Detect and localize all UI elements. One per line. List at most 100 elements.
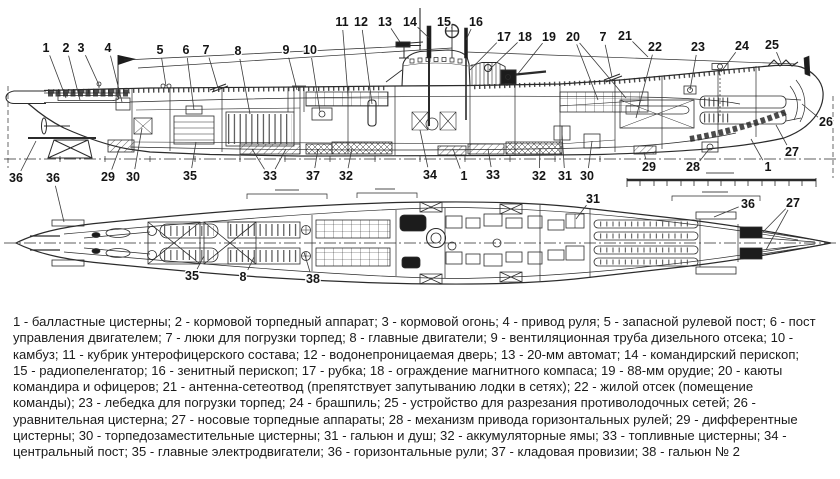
plan-bulkheads — [311, 205, 739, 281]
leader-line — [186, 57, 195, 111]
callout-number: 29 — [642, 160, 656, 174]
ballast-tank-mid — [437, 145, 467, 156]
dimension-brackets — [246, 192, 761, 201]
aa-gun-20mm — [395, 41, 424, 59]
e-motors — [173, 115, 215, 145]
casing-vents-fore — [473, 66, 761, 90]
stern-plane-port — [51, 219, 85, 227]
leader-line — [720, 51, 737, 73]
e-motors-plan — [147, 223, 219, 263]
fuel-tanks-fore — [467, 143, 505, 155]
leader-line — [604, 44, 613, 78]
fuel-tanks-aft — [239, 143, 301, 155]
tube-muzzles — [761, 231, 823, 255]
leader-line — [561, 132, 565, 169]
side-view — [4, 8, 836, 187]
callout-number: 36 — [741, 197, 755, 211]
legend-text: 1 - балластные цистерны; 2 - кормовой то… — [13, 314, 816, 460]
leader-line — [469, 42, 498, 71]
callout-number: 30 — [126, 170, 140, 184]
leader-line — [776, 52, 782, 64]
callout-number: 31 — [558, 169, 572, 183]
callout-number: 33 — [486, 168, 500, 182]
scale-bar — [626, 172, 817, 187]
callout-number: 1 — [43, 41, 50, 55]
battery-well-fore — [505, 141, 563, 155]
callout-number: 20 — [566, 30, 580, 44]
antenna-wires — [123, 45, 797, 69]
torpedo-loading-winch — [683, 85, 697, 95]
callout-number: 11 — [335, 15, 348, 29]
leader-line — [303, 251, 311, 272]
callout-number: 23 — [691, 40, 705, 54]
callout-number: 13 — [378, 15, 392, 29]
leader-line — [417, 26, 430, 39]
rudder-drive — [115, 97, 131, 111]
leader-line — [251, 148, 265, 170]
leader-line — [85, 55, 100, 86]
leader-line — [765, 209, 789, 251]
leader-line — [588, 140, 593, 169]
perpendiculars — [7, 86, 834, 178]
net-cutter — [767, 55, 811, 77]
callout-number: 2 — [63, 41, 70, 55]
callout-number: 15 — [437, 15, 451, 29]
callout-number: 3 — [78, 41, 85, 55]
callout-number: 31 — [586, 192, 600, 206]
diesel-exhaust — [287, 85, 306, 112]
leader-line — [134, 127, 143, 170]
callout-number: 14 — [403, 15, 417, 29]
callout-number: 1 — [765, 160, 772, 174]
leader-line — [161, 57, 167, 87]
provision-store — [305, 143, 333, 155]
engine-control-console — [185, 105, 203, 115]
torpedo-stowage — [619, 99, 695, 129]
callout-number: 35 — [185, 269, 199, 283]
callout-number: 21 — [618, 29, 632, 43]
leader-line — [487, 148, 492, 168]
leader-line — [191, 141, 197, 169]
stern-rudders — [30, 235, 60, 251]
leader-line — [465, 28, 472, 41]
torpedo-comp-tank — [133, 117, 153, 135]
callout-number: 30 — [580, 169, 594, 183]
deck-gun-plan — [399, 214, 427, 232]
leader-line — [68, 55, 81, 101]
callout-number: 10 — [303, 43, 317, 57]
tube-breech-stbd — [739, 247, 763, 260]
callout-number: 7 — [203, 43, 210, 57]
pressure-hull — [129, 95, 741, 151]
torpedoes-plan — [593, 219, 699, 267]
callout-number: 26 — [819, 115, 833, 129]
diesels-plan — [227, 221, 301, 265]
commander-periscope — [426, 25, 432, 59]
callout-number: 36 — [9, 171, 23, 185]
plan-view — [4, 188, 836, 285]
station-ticks — [59, 156, 601, 162]
leader-line — [699, 147, 711, 162]
callout-number: 6 — [183, 43, 190, 57]
leader-line — [713, 206, 739, 218]
plane-drive-gear — [701, 141, 719, 153]
callout-number: 8 — [240, 270, 247, 284]
leader-line — [419, 129, 429, 168]
callout-number: 24 — [735, 39, 749, 53]
watertight-door — [367, 99, 377, 127]
callout-number: 38 — [306, 272, 320, 286]
callout-number: 32 — [532, 169, 546, 183]
micro-labels — [275, 188, 728, 193]
tube-breech-port — [739, 226, 763, 239]
prop-port — [91, 232, 101, 238]
deck-gun-88mm — [500, 69, 547, 85]
bow-torpedo-tubes — [699, 95, 802, 125]
battery-well-aft — [331, 141, 393, 155]
leader-line — [342, 29, 349, 97]
callout-number: 34 — [423, 168, 437, 182]
leader-line — [579, 42, 627, 99]
leader-line — [20, 140, 37, 172]
aux-helm-wheels — [160, 83, 166, 89]
leader-line — [311, 57, 321, 113]
leader-line — [643, 151, 647, 160]
